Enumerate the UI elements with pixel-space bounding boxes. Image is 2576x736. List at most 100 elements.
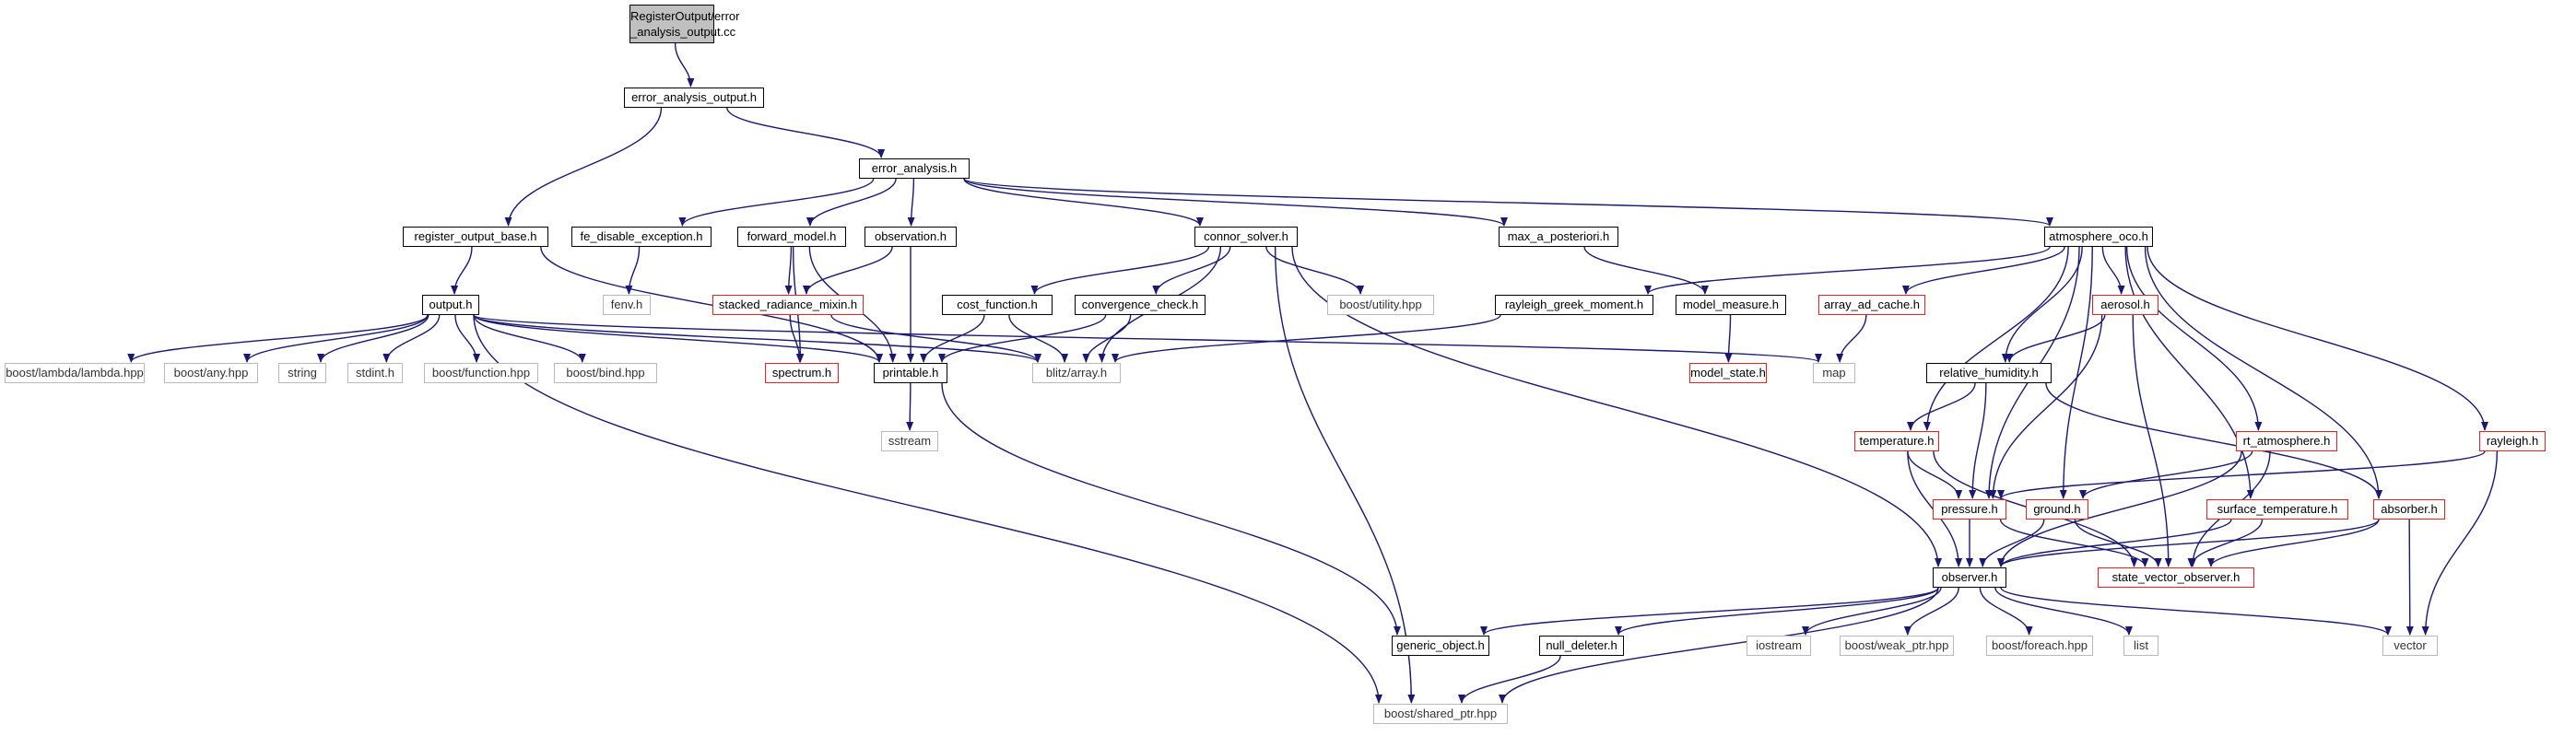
node-printable[interactable]: printable.h — [874, 363, 947, 383]
edge-surface-temperature-to-state-vector-observer — [2187, 519, 2264, 567]
edge-stacked-radiance-mixin-to-blitz-array — [830, 314, 1041, 363]
edge-output-to-boost-any — [243, 314, 429, 363]
edge-output-to-boost-bind — [473, 314, 586, 363]
edge-atmosphere-oco-to-temperature — [1923, 246, 2069, 431]
node-rayleigh[interactable]: rayleigh.h — [2479, 431, 2546, 451]
node-spectrum[interactable]: spectrum.h — [765, 363, 839, 383]
edge-array-ad-cache-to-map — [1836, 314, 1867, 363]
edge-error-analysis-to-observation — [907, 178, 915, 227]
node-stacked-radiance-mixin[interactable]: stacked_radiance_mixin.h — [712, 295, 864, 315]
node-aerosol[interactable]: aerosol.h — [2092, 295, 2158, 315]
edge-cost-function-to-blitz-array — [1008, 314, 1069, 363]
node-model-state[interactable]: model_state.h — [1689, 363, 1767, 383]
edge-output-to-boost-lambda — [127, 314, 429, 363]
node-observation[interactable]: observation.h — [865, 227, 957, 247]
edge-output-to-printable — [473, 314, 883, 363]
edge-observer-to-boost-shared-ptr — [1499, 587, 1939, 704]
node-fe-disable-exception[interactable]: fe_disable_exception.h — [571, 227, 712, 247]
node-error-analysis[interactable]: error_analysis.h — [859, 158, 970, 179]
edge-observer-to-list — [1994, 587, 2133, 636]
node-state-vector-observer[interactable]: state_vector_observer.h — [2098, 567, 2254, 588]
node-error-analysis-output[interactable]: error_analysis_output.h — [624, 88, 764, 108]
node-null-deleter[interactable]: null_deleter.h — [1539, 636, 1624, 656]
node-model-measure[interactable]: model_measure.h — [1676, 295, 1786, 315]
edge-error-analysis-to-atmosphere-oco — [963, 178, 2053, 227]
root-label-line2: _analysis_output.cc — [630, 25, 736, 39]
edge-atmosphere-oco-to-absorber — [2144, 246, 2382, 499]
edge-absorber-to-state-vector-observer — [2207, 519, 2380, 567]
node-relative-humidity[interactable]: relative_humidity.h — [1926, 363, 2052, 383]
edge-cost-function-to-printable — [920, 314, 985, 363]
node-fenv: fenv.h — [603, 295, 651, 315]
node-connor-solver[interactable]: connor_solver.h — [1194, 227, 1298, 247]
node-max-a-posteriori[interactable]: max_a_posteriori.h — [1499, 227, 1618, 247]
edge-output-to-stdint — [382, 314, 441, 363]
edge-rayleigh-to-pressure — [1997, 450, 2486, 499]
node-atmosphere-oco[interactable]: atmosphere_oco.h — [2044, 227, 2153, 247]
node-boost-function: boost/function.hpp — [424, 363, 538, 383]
edge-observer-to-vector — [2000, 587, 2392, 636]
edge-model-measure-to-model-state — [1724, 314, 1733, 363]
edge-atmosphere-oco-to-aerosol — [2101, 246, 2125, 295]
edge-error-analysis-to-max-a-posteriori — [963, 178, 1508, 227]
edge-rayleigh-to-vector — [2421, 450, 2499, 636]
node-boost-bind: boost/bind.hpp — [554, 363, 657, 383]
edge-root-to-error-analysis-output — [674, 42, 695, 88]
edge-rt-atmosphere-to-ground — [2079, 450, 2253, 499]
edge-printable-to-generic-object — [941, 382, 1401, 636]
edge-connor-solver-to-cost-function — [1030, 246, 1210, 295]
edge-output-to-map — [473, 314, 1822, 363]
node-map: map — [1813, 363, 1855, 383]
edge-max-a-posteriori-to-model-measure — [1583, 246, 1709, 295]
edge-register-output-base-to-output — [451, 246, 473, 295]
edge-ground-to-observer — [1979, 519, 2045, 567]
edge-connor-solver-to-convergence-check — [1152, 246, 1231, 295]
edge-atmosphere-oco-to-rayleigh-greek-moment — [1644, 246, 2051, 295]
node-boost-shared-ptr: boost/shared_ptr.hpp — [1373, 704, 1508, 724]
edge-observer-to-null-deleter — [1615, 587, 1939, 636]
node-ground[interactable]: ground.h — [2026, 499, 2088, 520]
node-generic-object[interactable]: generic_object.h — [1392, 636, 1489, 656]
edge-rt-atmosphere-to-observer — [1997, 450, 2242, 567]
node-observer[interactable]: observer.h — [1933, 567, 2006, 588]
node-forward-model[interactable]: forward_model.h — [737, 227, 846, 247]
edge-error-analysis-output-to-register-output-base — [504, 107, 663, 227]
node-boost-weak-ptr: boost/weak_ptr.hpp — [1840, 636, 1954, 656]
node-sstream: sstream — [881, 431, 938, 451]
node-cost-function[interactable]: cost_function.h — [942, 295, 1053, 315]
edge-rayleigh-greek-moment-to-blitz-array — [1112, 314, 1501, 363]
edge-error-analysis-to-connor-solver — [963, 178, 1204, 227]
edge-aerosol-to-relative-humidity — [2006, 314, 2106, 363]
node-boost-utility: boost/utility.hpp — [1327, 295, 1434, 315]
edge-error-analysis-output-to-error-analysis — [726, 107, 886, 158]
edge-register-output-base-to-printable — [540, 246, 883, 363]
node-output[interactable]: output.h — [422, 295, 479, 315]
edge-atmosphere-oco-to-rt-atmosphere — [2125, 246, 2263, 431]
edge-surface-temperature-to-observer — [1997, 519, 2232, 567]
node-boost-lambda: boost/lambda/lambda.hpp — [5, 363, 145, 383]
node-temperature[interactable]: temperature.h — [1854, 431, 1939, 451]
node-absorber[interactable]: absorber.h — [2373, 499, 2445, 520]
edge-connor-solver-to-boost-utility — [1265, 246, 1365, 295]
edge-convergence-check-to-blitz-array — [1082, 314, 1132, 363]
edge-connor-solver-to-boost-shared-ptr — [1274, 246, 1416, 704]
node-iostream: iostream — [1747, 636, 1811, 656]
node-convergence-check[interactable]: convergence_check.h — [1075, 295, 1206, 315]
edge-null-deleter-to-boost-shared-ptr — [1457, 655, 1561, 704]
edge-forward-model-to-stacked-radiance-mixin — [784, 246, 793, 295]
edge-observer-to-boost-weak-ptr — [1903, 587, 1959, 636]
edge-atmosphere-oco-to-ground — [2059, 246, 2093, 499]
node-rt-atmosphere[interactable]: rt_atmosphere.h — [2236, 431, 2337, 451]
node-root-error-analysis-output-cc[interactable]: RegisterOutput/error _analysis_output.cc — [629, 5, 740, 43]
edge-relative-humidity-to-absorber — [2045, 382, 2382, 499]
edge-observation-to-stacked-radiance-mixin — [802, 246, 893, 295]
node-array-ad-cache[interactable]: array_ad_cache.h — [1818, 295, 1925, 315]
edge-output-to-blitz-array — [473, 314, 1041, 363]
edge-error-analysis-to-fe-disable-exception — [678, 178, 875, 227]
node-pressure[interactable]: pressure.h — [1933, 499, 2006, 520]
node-string: string — [278, 363, 326, 383]
node-surface-temperature[interactable]: surface_temperature.h — [2206, 499, 2348, 520]
node-rayleigh-greek-moment[interactable]: rayleigh_greek_moment.h — [1495, 295, 1653, 315]
node-register-output-base[interactable]: register_output_base.h — [403, 227, 548, 247]
